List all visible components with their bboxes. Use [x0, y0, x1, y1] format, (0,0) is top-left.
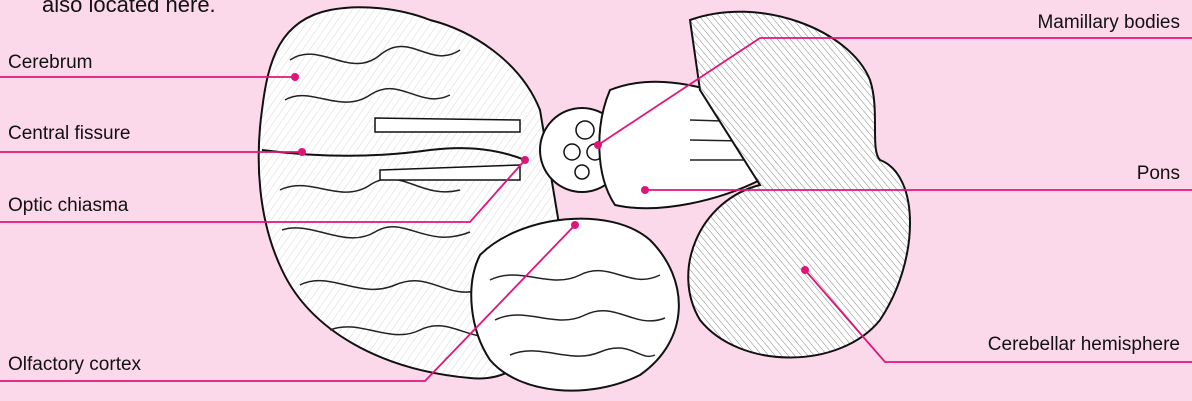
temporal-lobe-shape: [471, 219, 679, 391]
label-pons: Pons: [1137, 164, 1180, 183]
label-cerebellar-hemisphere: Cerebellar hemisphere: [988, 335, 1180, 354]
label-optic-chiasma: Optic chiasma: [8, 196, 128, 215]
label-olfactory-cortex: Olfactory cortex: [8, 355, 141, 374]
label-central-fissure: Central fissure: [8, 124, 131, 143]
label-cerebrum: Cerebrum: [8, 53, 92, 72]
label-mamillary-bodies: Mamillary bodies: [1037, 13, 1180, 32]
